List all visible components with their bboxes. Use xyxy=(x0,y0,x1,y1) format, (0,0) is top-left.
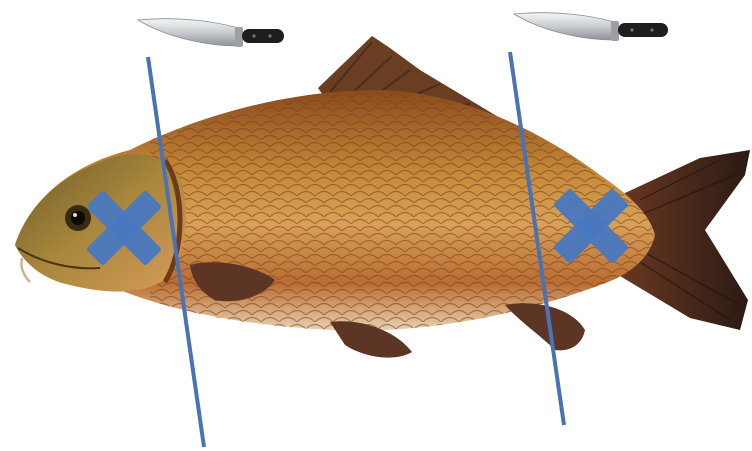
knife-icon xyxy=(514,13,668,41)
knife-icon xyxy=(138,19,284,47)
anal-fin xyxy=(505,303,585,350)
fish xyxy=(15,36,750,358)
fish-head xyxy=(15,154,186,291)
